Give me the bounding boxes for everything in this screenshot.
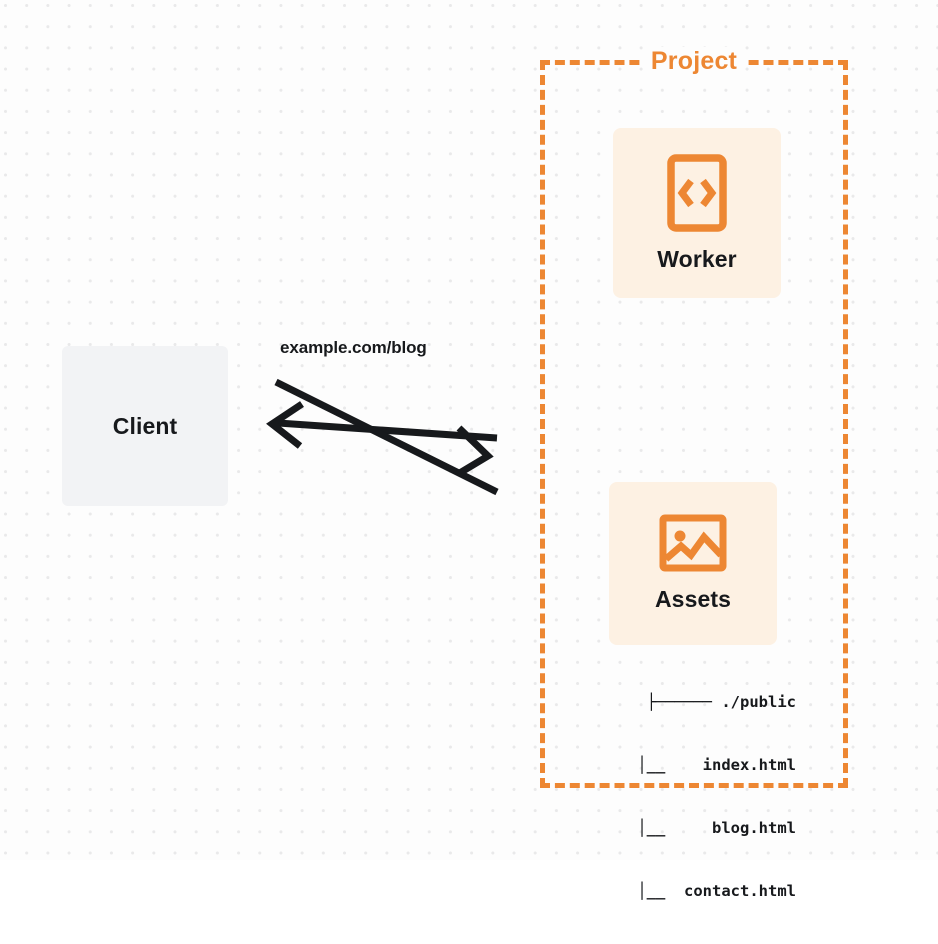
node-client[interactable]: Client [62, 346, 228, 506]
shaft-lower [274, 378, 499, 496]
file-tree-row: │__ index.html [609, 756, 796, 774]
project-title: Project [642, 47, 746, 76]
node-client-label: Client [112, 412, 178, 439]
project-container: Project [540, 47, 848, 788]
file-tree-row: │__ contact.html [609, 882, 796, 900]
node-assets-label: Assets [654, 586, 732, 612]
request-arrow-right [456, 425, 494, 478]
node-worker-label: Worker [657, 245, 737, 272]
diagram-canvas: Client example.com/blog Project [0, 0, 938, 900]
response-arrow-left [266, 401, 498, 449]
file-tree-row: ├────── ./public [646, 693, 796, 711]
image-icon [659, 514, 727, 572]
node-assets[interactable]: Assets [609, 482, 777, 645]
code-brackets-icon [667, 153, 727, 232]
file-tree: ├────── ./public │__ index.html │__ blog… [586, 650, 796, 944]
node-worker[interactable]: Worker [613, 128, 781, 298]
file-tree-row: │__ blog.html [609, 819, 796, 837]
connector-label: example.com/blog [280, 338, 427, 357]
